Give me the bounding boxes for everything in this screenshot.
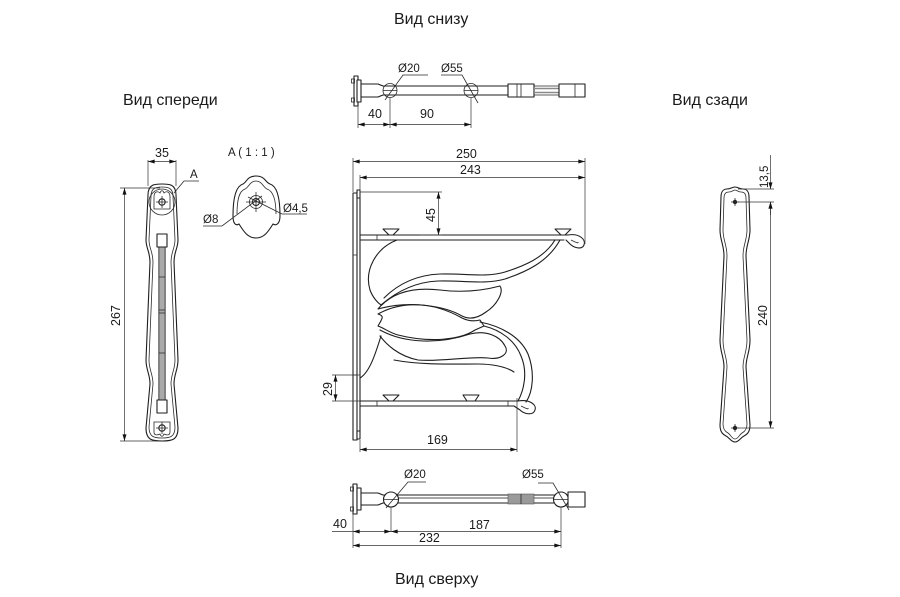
top-view-d55-leader: [538, 482, 570, 511]
front-view-bottom-screw-icon: [156, 422, 168, 434]
bottom-view-wall-flange: [351, 75, 362, 107]
side-view-dim-29: 29: [321, 382, 335, 396]
front-view-plate-outline: [145, 183, 179, 442]
back-view-dim-240: 240: [756, 305, 770, 326]
front-view-callout-a-leader: [173, 180, 199, 194]
side-view-dim-243: 243: [460, 163, 481, 177]
front-view-dim-35: 35: [155, 146, 169, 160]
side-view-dim-250: 250: [456, 147, 477, 161]
detail-a-outline: [232, 175, 281, 239]
detail-a-d4-5-label: Ø4,5: [283, 203, 308, 215]
detail-a-d8-leader: [203, 195, 263, 227]
bottom-view-d55-label: Ø55: [441, 63, 463, 75]
top-view-wall-flange: [350, 483, 362, 515]
side-view-top-bar: [359, 234, 569, 241]
side-view-bottom-hook: [513, 400, 536, 415]
detail-a-d8-label: Ø8: [203, 214, 218, 226]
bottom-view-dim-90: 90: [420, 107, 434, 121]
back-view-top-hole-icon: [731, 198, 739, 206]
side-view-dim-45: 45: [424, 208, 438, 222]
side-view-wall-plate: [352, 189, 361, 441]
side-view-rod-marker: [382, 228, 400, 236]
side-view-rod-marker: [382, 394, 400, 402]
side-view-dim-169: 169: [427, 433, 448, 447]
front-view-top-screw-icon: [156, 196, 168, 208]
front-view-callout-a: A: [190, 169, 198, 181]
front-view-rosette-circle: [148, 188, 176, 216]
bottom-view-d55-leader: [441, 74, 479, 104]
side-view: 250 243 45 29 169: [321, 147, 586, 452]
detail-a-view: A ( 1 : 1 ) Ø8 Ø4,5: [203, 147, 308, 239]
bottom-view-arm: [382, 85, 513, 96]
front-view-upper-block: [156, 233, 168, 248]
top-view-dim-232: 232: [419, 531, 440, 545]
bottom-view-connector: [507, 83, 586, 98]
front-view: A 35 267: [109, 146, 199, 442]
back-view-bottom-hole-icon: [731, 424, 739, 432]
detail-a-title: A ( 1 : 1 ): [228, 147, 275, 159]
bottom-view-d20-label: Ø20: [398, 63, 420, 75]
back-view-dim-13-5: 13,5: [759, 166, 771, 188]
top-view-rod-end: [567, 491, 586, 508]
top-view: Ø20 Ø55 40 187 232: [332, 469, 586, 548]
top-view-d20-leader: [385, 481, 426, 509]
top-view-arm-neck: [360, 492, 384, 506]
detail-a-screw-icon: [246, 192, 266, 212]
top-view-title: Вид сверху: [395, 571, 478, 588]
back-view: 13,5 240: [719, 155, 774, 443]
front-view-lower-block: [156, 399, 168, 414]
back-view-title: Вид сзади: [672, 92, 748, 109]
front-view-dim-267: 267: [109, 305, 123, 326]
side-view-rod-marker: [554, 228, 572, 236]
bottom-view: Ø20 Ø55 40 90: [351, 63, 586, 128]
top-view-d55-label: Ø55: [522, 469, 544, 481]
side-view-top-hook: [565, 234, 585, 249]
front-view-title: Вид спереди: [123, 92, 218, 109]
bottom-view-d20-leader: [384, 74, 428, 101]
bottom-view-arm-neck: [360, 83, 384, 98]
detail-a-d45-leader: [247, 196, 307, 215]
top-view-dim-187: 187: [469, 518, 490, 532]
top-view-dim-40: 40: [333, 517, 347, 531]
bottom-view-title: Вид снизу: [394, 11, 468, 28]
bottom-view-dim-40: 40: [368, 107, 382, 121]
side-view-rod-marker: [462, 394, 480, 402]
top-view-d20-label: Ø20: [404, 469, 426, 481]
back-view-plate-outline: [719, 186, 751, 443]
side-view-scroll-ornament: [359, 239, 561, 403]
side-view-bottom-bar: [359, 400, 519, 407]
